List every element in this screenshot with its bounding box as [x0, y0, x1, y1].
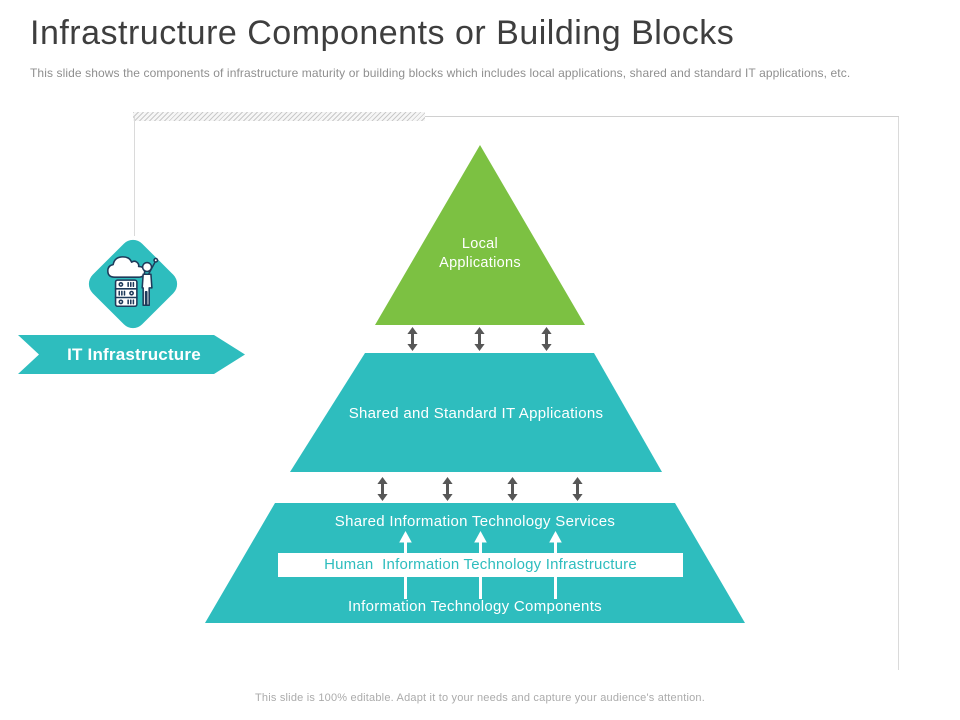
it-infrastructure-banner: IT Infrastructure [18, 335, 245, 374]
level-label: Local Applications [439, 236, 521, 271]
cloud-server-user-icon [107, 256, 159, 308]
level-label: Shared and Standard IT Applications [348, 405, 604, 422]
slide-subtitle: This slide shows the components of infra… [30, 66, 851, 80]
human-it-infrastructure-band: Human Information Technology Infrastruct… [278, 553, 683, 577]
level-label-components: Information Technology Components [348, 598, 602, 615]
pyramid-level-shared-standard-it-applications: Shared and Standard IT Applications [290, 353, 662, 472]
double-headed-vertical-arrow [474, 327, 485, 351]
page-title: Infrastructure Components or Building Bl… [30, 14, 735, 52]
banner-label: IT Infrastructure [67, 345, 201, 364]
double-headed-vertical-arrow [541, 327, 552, 351]
frame-top-border [425, 116, 899, 117]
frame-hatch-band [133, 112, 425, 121]
double-headed-vertical-arrow [572, 477, 583, 501]
double-headed-vertical-arrow [377, 477, 388, 501]
pyramid-level-it-services-and-components: Shared Information Technology Services H… [205, 503, 745, 623]
frame-left-connector [134, 117, 135, 236]
level-label-services: Shared Information Technology Services [334, 513, 616, 530]
frame-right-border [898, 117, 899, 670]
double-headed-vertical-arrow [507, 477, 518, 501]
double-headed-vertical-arrow [407, 327, 418, 351]
double-headed-vertical-arrow [442, 477, 453, 501]
pyramid-level-local-applications: Local Applications [375, 145, 585, 325]
slide-footer-note: This slide is 100% editable. Adapt it to… [255, 692, 705, 704]
